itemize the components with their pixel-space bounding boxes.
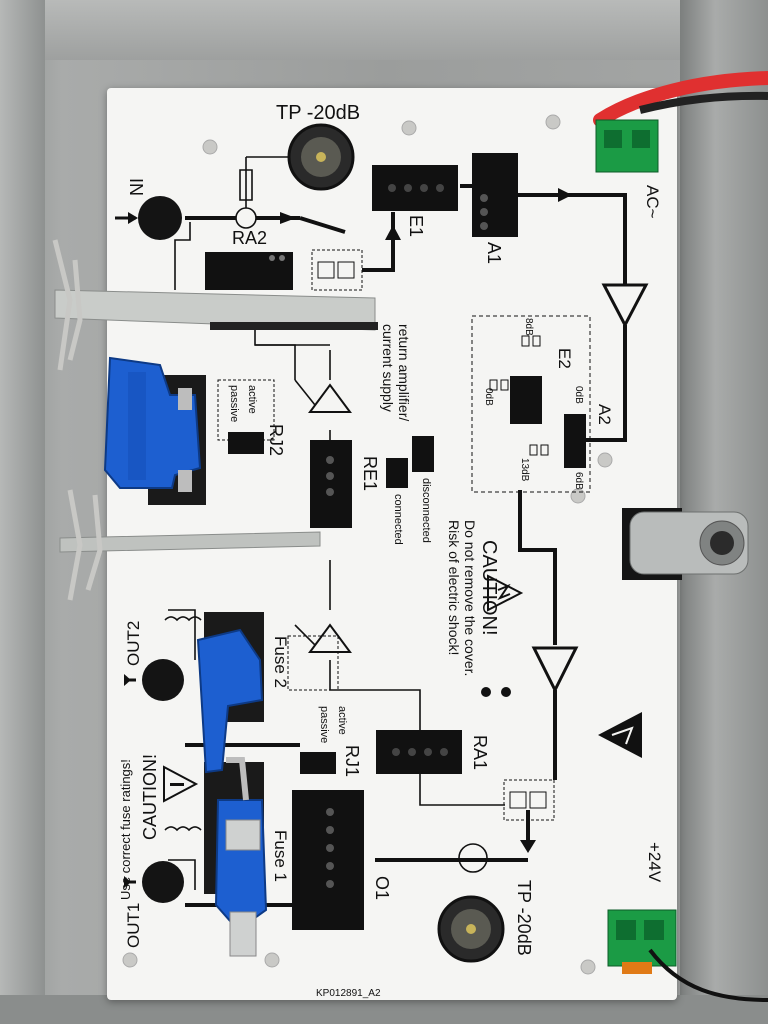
re1-label: RE1 bbox=[360, 456, 380, 492]
ra2-label: RA2 bbox=[232, 228, 268, 248]
e2-8db-label: 8dB bbox=[523, 318, 534, 336]
caution-right-title: CAUTION! bbox=[478, 540, 500, 636]
disconnected-jumper[interactable] bbox=[412, 436, 434, 472]
e2-config-box bbox=[471, 315, 591, 493]
connected-label: connected bbox=[392, 494, 404, 545]
caution-left-title: CAUTION! bbox=[140, 753, 160, 840]
e2-0db-label: 0dB bbox=[483, 388, 494, 406]
passive-bottom-label: passive bbox=[318, 706, 330, 744]
in-connector[interactable] bbox=[138, 196, 182, 240]
ra1-plug-slot[interactable] bbox=[376, 730, 462, 774]
housing-top bbox=[0, 0, 768, 60]
e1-label: E1 bbox=[406, 215, 426, 238]
return-amp-label-1: return amplifier/ bbox=[396, 324, 412, 422]
out1-connector[interactable] bbox=[142, 861, 184, 903]
screw-holes bbox=[122, 114, 613, 975]
housing-left-wall bbox=[0, 0, 45, 1024]
out1-label: OUT1 bbox=[124, 902, 143, 948]
rj2-label: RJ2 bbox=[266, 424, 286, 457]
red-wire bbox=[593, 71, 768, 127]
caution-left-line1: Use correct fuse ratings! bbox=[118, 759, 133, 900]
tp-bottom-label: TP -20dB bbox=[514, 880, 534, 956]
24v-label: +24V bbox=[645, 842, 664, 883]
forward-amp-1-icon bbox=[601, 283, 649, 329]
e2-plug-slot[interactable] bbox=[510, 376, 542, 424]
rj2-plug-slot[interactable] bbox=[228, 432, 264, 454]
o1-label: O1 bbox=[372, 876, 392, 901]
e2-label: E2 bbox=[555, 348, 574, 369]
ra2-test-point bbox=[235, 207, 257, 229]
return-amp-label-2: current supply bbox=[380, 324, 396, 412]
fuse2-label: Fuse 2 bbox=[271, 636, 290, 688]
return-amp-top-icon bbox=[308, 383, 352, 413]
ac-label: AC~ bbox=[643, 185, 662, 219]
out2-connector[interactable] bbox=[142, 659, 184, 701]
out2-label: OUT2 bbox=[124, 620, 143, 666]
fuse-puller-2[interactable] bbox=[196, 628, 264, 774]
return-amp-bottom-icon bbox=[308, 623, 352, 653]
lightning-icon bbox=[497, 583, 511, 601]
shield-bracket-bottom bbox=[59, 531, 321, 553]
disconnected-label: disconnected bbox=[420, 478, 432, 543]
in-label: IN bbox=[126, 178, 146, 196]
a2-6db-label: 6dB bbox=[573, 472, 584, 490]
diplexer-top bbox=[311, 249, 363, 291]
a1-plug-slot[interactable] bbox=[472, 153, 518, 237]
diplexer-bottom bbox=[503, 779, 555, 821]
black-wire bbox=[639, 91, 768, 114]
fuse1-label: Fuse 1 bbox=[271, 830, 290, 882]
part-number-label: KP012891_A2 bbox=[316, 988, 381, 999]
esd-warning-icon bbox=[598, 712, 642, 758]
a2-label: A2 bbox=[595, 404, 614, 425]
caution-triangle-icon bbox=[163, 765, 199, 803]
forward-amp-2-icon bbox=[531, 646, 579, 694]
rj1-label: RJ1 bbox=[342, 745, 362, 778]
rj1-plug-slot[interactable] bbox=[300, 752, 336, 774]
a2-0db-label: 0dB bbox=[573, 386, 584, 404]
e2-13db-label: 13dB bbox=[519, 458, 530, 482]
re1-plug-slot[interactable] bbox=[310, 440, 352, 528]
a1-label: A1 bbox=[484, 242, 504, 265]
connected-jumper[interactable] bbox=[386, 458, 408, 488]
caution-triangle-icon bbox=[487, 574, 524, 612]
caution-right-line2: Risk of electric shock! bbox=[446, 520, 462, 656]
ra1-label: RA1 bbox=[470, 735, 490, 771]
rj2-relay-block bbox=[205, 252, 293, 290]
e1-plug-slot[interactable] bbox=[372, 165, 458, 211]
tp-top-label: TP -20dB bbox=[276, 102, 361, 124]
active-top-label: active bbox=[246, 385, 258, 414]
active-bottom-label: active bbox=[336, 706, 348, 735]
a2-plug-slot[interactable] bbox=[564, 414, 586, 468]
passive-top-label: passive bbox=[228, 385, 240, 423]
caution-right-line1: Do not remove the cover. bbox=[462, 520, 478, 677]
